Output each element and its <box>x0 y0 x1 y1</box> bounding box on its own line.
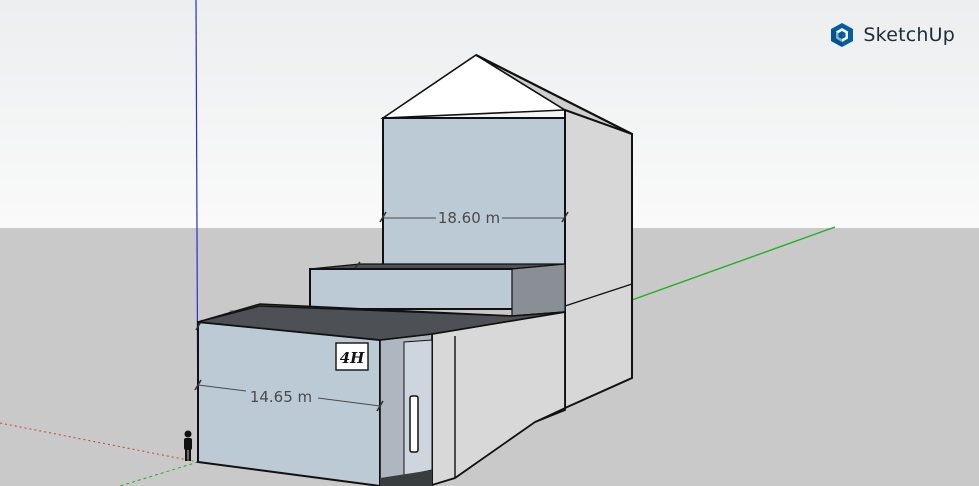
green-axis-dashed <box>119 461 199 486</box>
brand-name: SketchUp <box>863 24 955 46</box>
tower-front-face <box>382 117 566 270</box>
sign-text: 4H <box>340 349 365 367</box>
terrace-front-face <box>309 268 514 310</box>
green-axis <box>631 226 836 301</box>
door-handle <box>409 395 419 453</box>
terrace-side-face <box>511 263 566 317</box>
side-baseboard <box>534 407 566 423</box>
dimension-upper-width[interactable]: 18.60 m <box>379 209 569 227</box>
lower-roof-slab-overlay <box>197 305 566 341</box>
sketchup-logo-icon <box>831 23 854 47</box>
red-axis-dashed <box>0 422 199 463</box>
dimension-lower-width-label: 14.65 m <box>250 388 312 406</box>
dimension-upper-width-label: 18.60 m <box>438 209 500 227</box>
tower-side-face <box>564 108 633 410</box>
human-scale-figure[interactable] <box>184 430 192 462</box>
wall-sign: 4H <box>335 342 369 371</box>
roof-ridge <box>475 54 633 135</box>
dimension-lower-width[interactable]: 14.65 m <box>194 379 384 412</box>
floor-division-line <box>564 283 633 307</box>
sketchup-brand: SketchUp <box>829 22 955 48</box>
door-threshold <box>380 470 432 486</box>
